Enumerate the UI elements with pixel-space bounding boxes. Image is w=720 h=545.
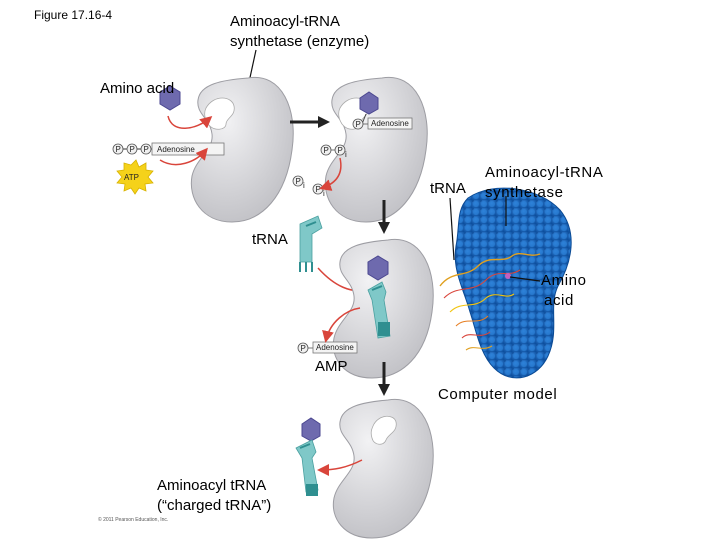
aminoacyl-amp: P Adenosine [352,117,413,130]
atp-adenosine-label: Adenosine [157,145,195,154]
synthetase-label-line2: synthetase [485,184,564,201]
amino-acid-hexagon-bound-2 [367,255,389,281]
amp-release-arrow [322,307,361,343]
aa-amp-adenosine: Adenosine [371,119,409,128]
aa-amp-phosphate: P [356,120,361,129]
ppi-p1: P [324,146,329,155]
amino-acid-label: Amino acid [100,80,175,97]
amino-acid-hexagon-bound-1 [359,91,379,115]
amino-acid-pointer [509,276,541,282]
atp-phosphate-2: P [130,145,135,154]
amino-model-line1: Amino [541,272,587,289]
pi-left-p: P [296,177,301,186]
pi-right-i: i [323,189,325,198]
enzyme-step1 [190,76,294,223]
step1-arrowhead [318,116,330,128]
computer-model-label: Computer model [438,386,558,403]
amp-release: P Adenosine [297,341,358,354]
amp-phosphate: P [301,344,306,353]
atp-phosphate-1: P [116,145,121,154]
amino-acid-model-label: Amino acid [541,271,587,311]
computer-model [439,187,572,379]
trna-model-pointer [449,197,455,261]
figure-label: Figure 17.16-4 [34,8,113,22]
trna-label-right: tRNA [430,180,466,197]
pi-right-p: P [316,185,321,194]
trna-free [299,215,323,272]
atp-label: ATP [124,173,139,182]
charged-trna-label: Aminoacyl tRNA (“charged tRNA”) [157,476,271,516]
charged-trna-release-arrow [317,459,363,476]
atp-star: ATP [116,159,154,195]
atp-molecule: P P P Adenosine [112,142,225,156]
ppi-release-arrow [319,157,342,191]
enzyme-label-line1: Aminoacyl-tRNA [230,13,341,30]
synthetase-label-line1: Aminoacyl-tRNA [485,164,604,181]
charged-trna-line1: Aminoacyl tRNA [157,477,267,494]
synthetase-label: Aminoacyl-tRNA synthetase [485,163,603,203]
pyrophosphate-in-enzyme: P P i [320,144,347,159]
pi-left-i: i [303,181,305,190]
atp-binding-arrow [159,147,208,166]
trna-in-enzyme [367,281,391,339]
charged-trna [295,417,321,496]
trna-label-left: tRNA [252,231,288,248]
amp-label: AMP [315,358,348,375]
charged-trna-line2: (“charged tRNA”) [157,497,272,514]
ppi-p2: P [338,146,343,155]
enzyme-step4 [332,398,434,539]
pyrophosphate-release: P i P i [292,175,325,198]
enzyme-label: Aminoacyl-tRNA synthetase (enzyme) [230,12,369,52]
ppi-i: i [345,150,347,159]
step3-arrowhead [378,384,390,396]
amino-acid-binding-arrow [167,115,213,129]
amino-acid-hexagon-free [159,85,181,111]
enzyme-label-line2: synthetase (enzyme) [230,33,370,50]
copyright-notice: © 2011 Pearson Education, Inc. [98,517,169,523]
amp-adenosine: Adenosine [316,343,354,352]
atp-phosphate-3: P [144,145,149,154]
step2-arrowhead [378,222,390,234]
amino-model-line2: acid [544,292,574,309]
